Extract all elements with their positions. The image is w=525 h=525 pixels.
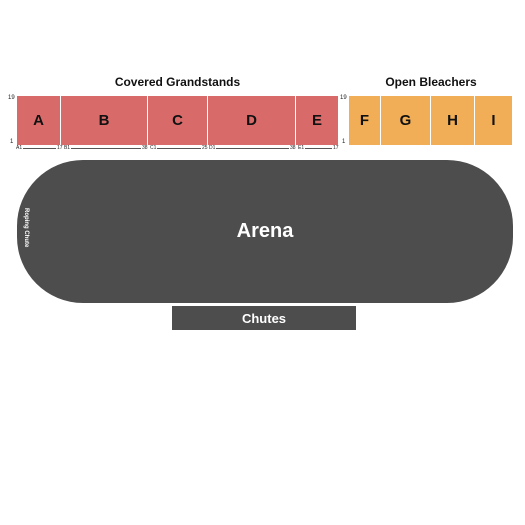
seat-label-c-start: C1 bbox=[149, 145, 158, 151]
row-label-bottom-left: 1 bbox=[10, 139, 14, 145]
seat-label-e-start: E1 bbox=[297, 145, 306, 151]
seat-label-a1: A1 bbox=[16, 145, 24, 151]
seat-label-b-end: 38 bbox=[141, 145, 149, 151]
seat-label-e-end: 17 bbox=[332, 145, 339, 151]
covered-grandstands-title: Covered Grandstands bbox=[114, 75, 241, 89]
roping-chute-label: Roping Chute bbox=[23, 208, 29, 248]
open-bleachers-title: Open Bleachers bbox=[385, 75, 477, 89]
row-label-bottom-right: 1 bbox=[342, 139, 346, 145]
seat-label-d-start: D1 bbox=[208, 145, 217, 151]
section-g[interactable]: G bbox=[381, 96, 430, 145]
section-h[interactable]: H bbox=[431, 96, 474, 145]
section-b[interactable]: B bbox=[61, 96, 147, 145]
arena-label: Arena bbox=[236, 220, 294, 242]
seat-label-d-end: 38 bbox=[289, 145, 297, 151]
seat-range-line bbox=[22, 148, 334, 149]
section-i[interactable]: I bbox=[475, 96, 512, 145]
seat-label-c-end: 25 bbox=[201, 145, 209, 151]
section-c[interactable]: C bbox=[148, 96, 207, 145]
chutes-section[interactable]: Chutes bbox=[172, 306, 356, 330]
section-e[interactable]: E bbox=[296, 96, 338, 145]
section-f[interactable]: F bbox=[349, 96, 380, 145]
arena-floor[interactable] bbox=[17, 160, 513, 303]
row-label-top-left: 19 bbox=[8, 95, 15, 101]
section-a[interactable]: A bbox=[17, 96, 60, 145]
seat-label-a-end-b-start: 17 B1 bbox=[56, 145, 72, 151]
row-label-top-right: 19 bbox=[340, 95, 347, 101]
section-d[interactable]: D bbox=[208, 96, 295, 145]
